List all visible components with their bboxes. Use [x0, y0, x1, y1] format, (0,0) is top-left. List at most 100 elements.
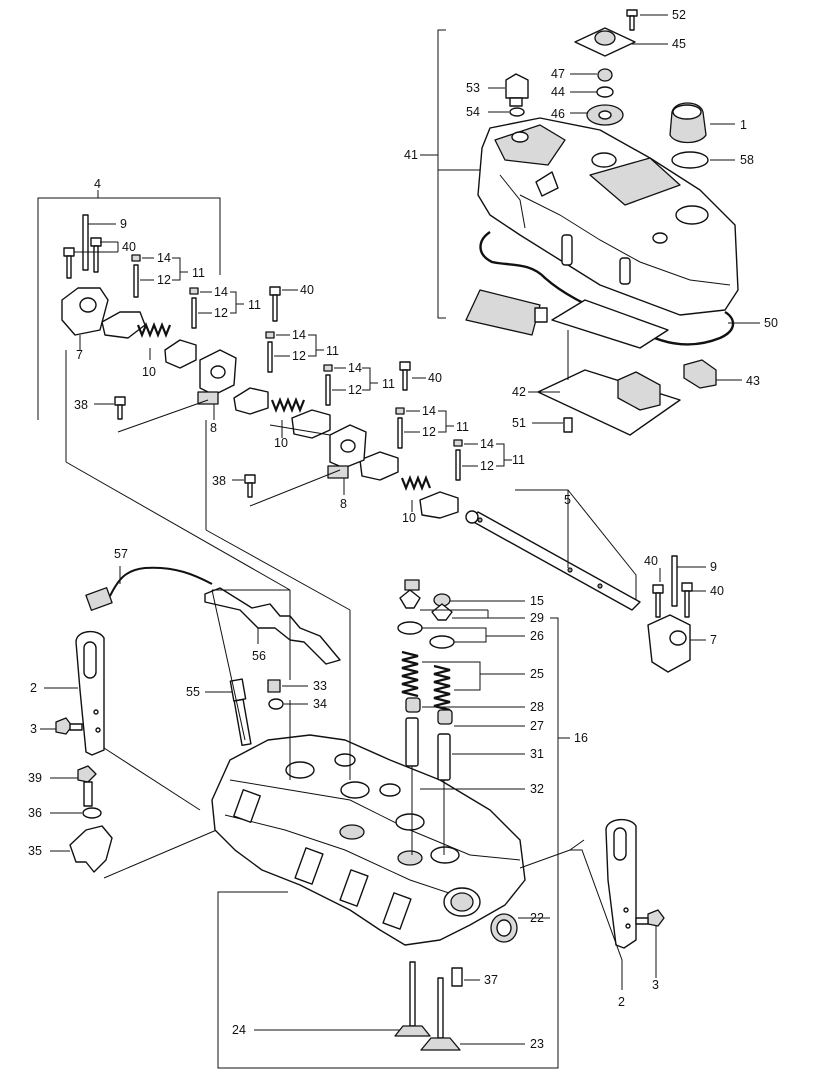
callout-58: 58 — [740, 153, 754, 167]
callout-23: 23 — [530, 1037, 544, 1051]
adjuster-group-4 — [323, 364, 378, 406]
callout-5: 5 — [564, 493, 571, 507]
callout-53: 53 — [466, 81, 480, 95]
callout-40: 40 — [644, 554, 658, 568]
rocker-arm-row — [101, 311, 459, 519]
callout-16: 16 — [574, 731, 588, 745]
callout-3: 3 — [30, 722, 37, 736]
callout-12: 12 — [292, 349, 306, 363]
callout-52: 52 — [672, 8, 686, 22]
valve-cover-group — [420, 9, 760, 436]
callout-2: 2 — [618, 995, 625, 1009]
callout-7: 7 — [76, 348, 83, 362]
rocker-shaft-5 — [469, 511, 641, 611]
valve-23 — [420, 977, 461, 1051]
callout-32: 32 — [530, 782, 544, 796]
bus-bar-56 — [204, 587, 341, 665]
callout-1: 1 — [740, 118, 747, 132]
callout-14: 14 — [214, 285, 228, 299]
bolt-3-right — [635, 909, 665, 927]
spring-47 — [597, 68, 613, 82]
callout-10: 10 — [402, 511, 416, 525]
bracket-16 — [217, 617, 559, 1069]
callout-36: 36 — [28, 806, 42, 820]
callout-4: 4 — [94, 177, 101, 191]
callout-11: 11 — [456, 420, 469, 434]
valve-cover — [477, 117, 739, 316]
callout-42: 42 — [512, 385, 526, 399]
callout-54: 54 — [466, 105, 480, 119]
callout-12: 12 — [422, 425, 436, 439]
callout-8: 8 — [340, 497, 347, 511]
valve-springs-25 — [401, 650, 451, 712]
callout-14: 14 — [480, 437, 494, 451]
callout-38: 38 — [74, 398, 88, 412]
callout-56: 56 — [252, 649, 266, 663]
retainer-26b — [429, 635, 455, 649]
callout-12: 12 — [348, 383, 362, 397]
adjuster-group-1 — [131, 254, 188, 298]
callout-14: 14 — [157, 251, 171, 265]
stem-seal-27 — [437, 709, 453, 725]
bolt-39 — [77, 765, 97, 807]
callout-28: 28 — [530, 700, 544, 714]
callout-12: 12 — [214, 306, 228, 320]
callout-43: 43 — [746, 374, 760, 388]
oring-58 — [671, 151, 709, 169]
callout-46: 46 — [551, 107, 565, 121]
dowel-37 — [451, 967, 463, 987]
callout-3: 3 — [652, 978, 659, 992]
adjuster-group-5 — [395, 407, 454, 449]
callout-14: 14 — [422, 404, 436, 418]
callout-9: 9 — [120, 217, 127, 231]
washer-44 — [596, 86, 614, 98]
block-43 — [683, 359, 717, 389]
clamp-35 — [69, 825, 113, 873]
callout-labels: 1 2 2 3 3 4 5 7 7 8 8 9 9 10 10 10 11 11… — [28, 8, 778, 1051]
callout-12: 12 — [480, 459, 494, 473]
cylinder-head-body — [211, 734, 526, 946]
callout-47: 47 — [551, 67, 565, 81]
callout-40: 40 — [122, 240, 136, 254]
rocker-support-7-right — [647, 614, 691, 673]
callout-11: 11 — [512, 453, 525, 467]
callout-12: 12 — [157, 273, 171, 287]
rocker-springs-10 — [136, 322, 432, 491]
callout-31: 31 — [530, 747, 544, 761]
callout-22: 22 — [530, 911, 544, 925]
baffle-plate-42 — [537, 369, 681, 436]
callout-51: 51 — [512, 416, 526, 430]
valve-24 — [394, 961, 431, 1037]
oring-54 — [509, 107, 525, 117]
screw-51 — [563, 417, 573, 433]
callout-27: 27 — [530, 719, 544, 733]
callout-11: 11 — [382, 377, 395, 391]
callout-14: 14 — [292, 328, 306, 342]
callout-33: 33 — [313, 679, 327, 693]
cylinder-head — [65, 350, 550, 987]
adjuster-group-3 — [265, 331, 324, 373]
bracket-4 — [37, 197, 221, 420]
gasket-plate — [551, 299, 669, 349]
retainer-26a — [397, 621, 423, 635]
callout-11: 11 — [248, 298, 261, 312]
callout-8: 8 — [210, 421, 217, 435]
callout-9: 9 — [710, 560, 717, 574]
adjuster-group-6 — [453, 439, 512, 481]
callout-55: 55 — [186, 685, 200, 699]
callout-14: 14 — [348, 361, 362, 375]
collets-15 — [399, 579, 453, 621]
plug-53 — [505, 73, 529, 107]
callout-11: 11 — [326, 344, 339, 358]
adjuster-group-2 — [189, 287, 244, 329]
bolt-40-c — [399, 361, 411, 391]
callout-26: 26 — [530, 629, 544, 643]
bolt-38-b — [244, 474, 256, 498]
rocker-assembly — [37, 190, 706, 673]
callout-37: 37 — [484, 973, 498, 987]
callout-38: 38 — [212, 474, 226, 488]
bracket-41 — [437, 29, 446, 319]
callout-40: 40 — [428, 371, 442, 385]
bolt-40-b — [269, 286, 281, 322]
